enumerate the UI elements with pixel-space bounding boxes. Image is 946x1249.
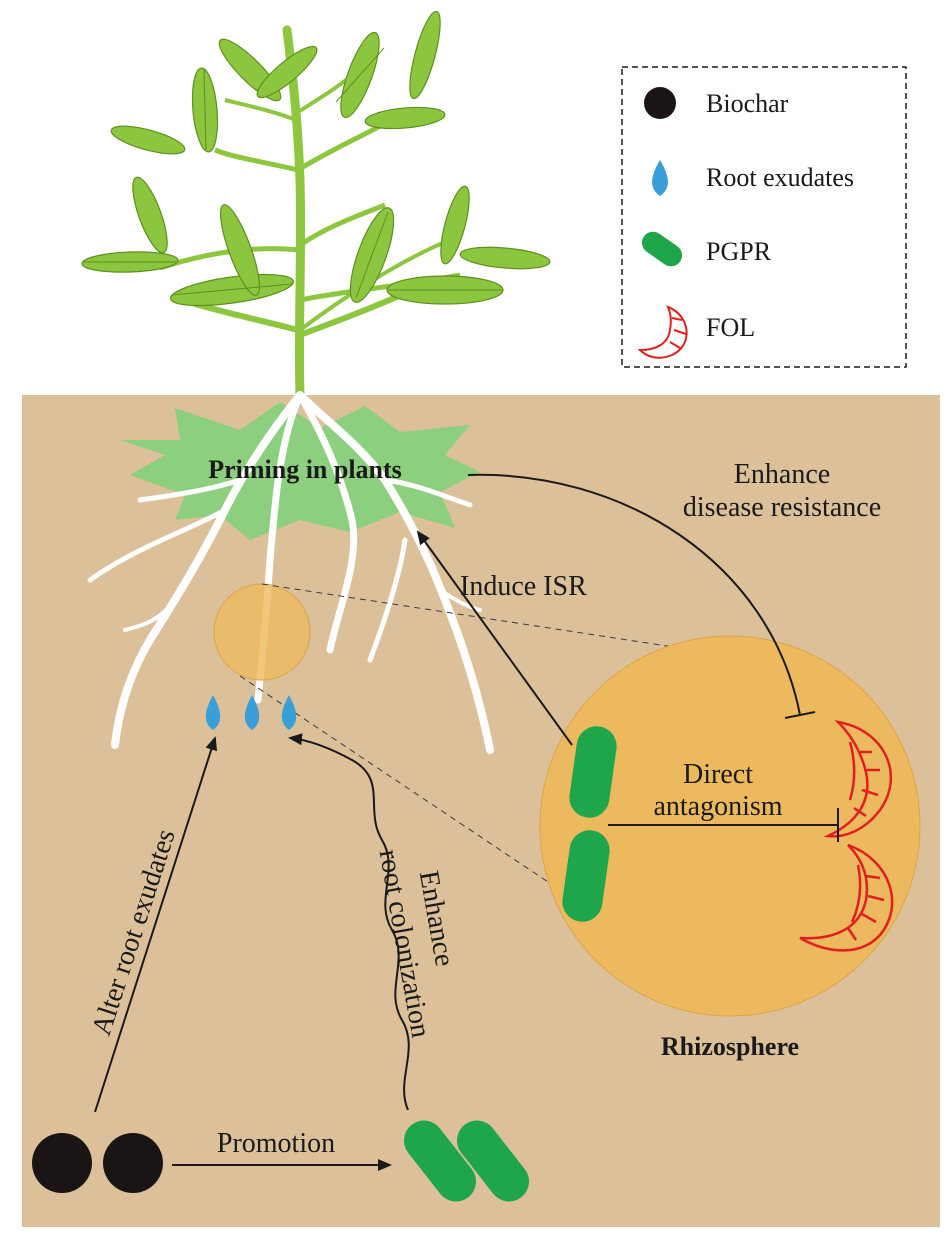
- root-exudate-drops: [205, 695, 297, 730]
- biochar-icon: [644, 87, 676, 119]
- enhance-resistance-label-line2: disease resistance: [683, 492, 881, 523]
- rhizosphere-label: Rhizosphere: [661, 1032, 799, 1061]
- priming-burst: [120, 402, 480, 540]
- fol-pathogen-icon: [823, 720, 892, 838]
- soil-pgpr: [403, 1120, 530, 1202]
- pgpr-bacterium-icon: [403, 1120, 477, 1202]
- root-exudate-drop-icon: [652, 160, 668, 196]
- direct-antagonism-label-line2: antagonism: [653, 791, 782, 822]
- direct-antagonism-inhibition: [608, 808, 839, 842]
- biochar-particles: [32, 1133, 163, 1193]
- biochar-icon: [32, 1133, 92, 1193]
- pgpr-bacterium-icon: [456, 1120, 530, 1202]
- root-exudate-drop-icon: [205, 695, 221, 730]
- pgpr-bacterium-icon: [641, 231, 683, 267]
- biochar-icon: [103, 1133, 163, 1193]
- promotion-label: Promotion: [217, 1128, 335, 1159]
- direct-antagonism-label-line1: Direct: [683, 759, 753, 790]
- fol-pathogen-icon: [637, 305, 688, 359]
- legend-label-root-exudates: Root exudates: [706, 163, 854, 192]
- rhizosphere-zoom-origin: [213, 583, 311, 681]
- pgpr-bacterium-icon: [562, 830, 610, 922]
- enhance-resistance-label-line1: Enhance: [734, 459, 830, 490]
- legend: Biochar Root exudates PGPR FOL: [621, 66, 907, 368]
- enhance-colonization-arrow: [288, 733, 410, 1111]
- fol-pathogen-icon: [799, 843, 894, 952]
- plant-leaves: [81, 10, 551, 307]
- rhizosphere-pgpr: [562, 726, 617, 922]
- legend-label-biochar: Biochar: [706, 89, 789, 118]
- rhizosphere-fol: [799, 720, 894, 952]
- enhance-resistance-inhibition: [467, 473, 816, 719]
- legend-box: [621, 66, 907, 368]
- root-exudate-drop-icon: [244, 695, 260, 730]
- leaf-veins: [84, 47, 502, 299]
- induce-isr-label: Induce ISR: [460, 571, 587, 602]
- root-exudate-drop-icon: [281, 695, 297, 730]
- induce-isr-arrow: [416, 530, 573, 746]
- zoom-line-bottom: [239, 675, 591, 911]
- zoom-line-top: [261, 583, 681, 649]
- pgpr-bacterium-icon: [569, 726, 617, 818]
- legend-label-fol: FOL: [706, 313, 755, 342]
- legend-label-pgpr: PGPR: [706, 237, 772, 266]
- priming-label: Priming in plants: [208, 455, 402, 484]
- alter-root-exudates-arrow: [94, 736, 218, 1113]
